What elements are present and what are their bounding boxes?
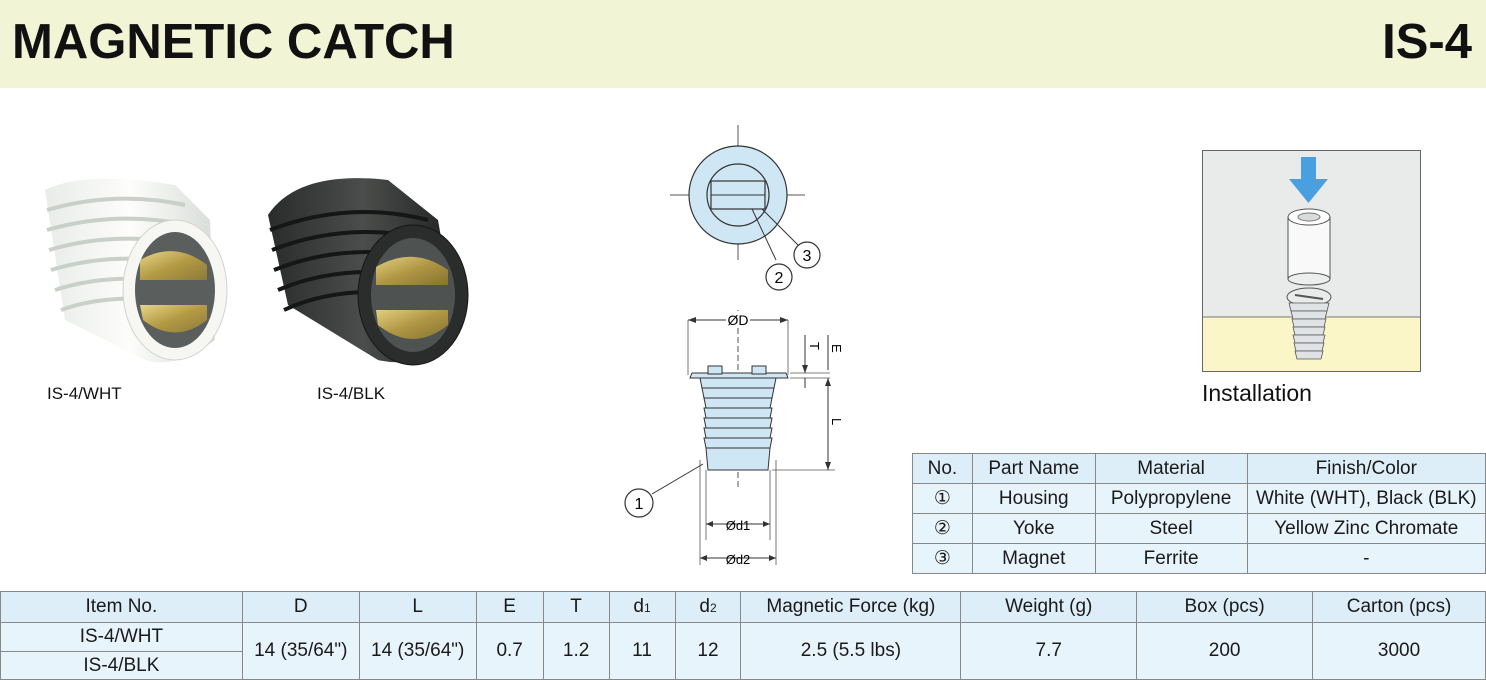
parts-header-material: Material xyxy=(1094,453,1248,484)
caption-white: IS-4/WHT xyxy=(47,384,122,403)
product-photo-black xyxy=(268,178,469,366)
spec-header-E: E xyxy=(475,591,544,623)
spec-header-d2: d2 xyxy=(674,591,742,623)
callout-1-label: 1 xyxy=(635,496,644,513)
parts-header-no: No. xyxy=(912,453,973,484)
value-force: 2.5 (5.5 lbs) xyxy=(740,622,962,680)
header-bar: MAGNETIC CATCH IS-4 xyxy=(0,0,1486,88)
value-carton: 3000 xyxy=(1312,622,1486,680)
value-D: 14 (35/64") xyxy=(241,622,360,680)
callout-2: 2 xyxy=(765,263,793,291)
spec-header-d1-sub: 1 xyxy=(643,601,651,615)
part-material: Ferrite xyxy=(1094,543,1248,574)
part-finish: Yellow Zinc Chromate xyxy=(1246,513,1486,544)
value-E: 0.7 xyxy=(475,622,544,680)
item-no: IS-4/BLK xyxy=(0,651,243,680)
down-arrow-icon xyxy=(1289,157,1328,203)
model-code: IS-4 xyxy=(1382,15,1472,69)
spec-header-box: Box (pcs) xyxy=(1136,591,1314,623)
dim-L-label: L xyxy=(829,418,844,425)
table-row: ① Housing Polypropylene White (WHT), Bla… xyxy=(912,483,1486,514)
part-material: Polypropylene xyxy=(1094,483,1248,514)
product-photo-white xyxy=(45,178,228,363)
part-no: ① xyxy=(912,483,973,514)
value-weight: 7.7 xyxy=(960,622,1138,680)
value-L: 14 (35/64") xyxy=(358,622,477,680)
part-no: ② xyxy=(912,513,973,544)
table-row: ③ Magnet Ferrite - xyxy=(912,543,1486,574)
spec-table: Item No. D L E T d1 d2 Magnetic Force (k… xyxy=(0,591,1486,680)
dim-d2-label: Ød2 xyxy=(726,552,751,567)
spec-header-d2-sub: 2 xyxy=(709,601,717,615)
spec-header-L: L xyxy=(358,591,477,623)
spec-header-row: Item No. D L E T d1 d2 Magnetic Force (k… xyxy=(0,591,1486,623)
parts-header-name: Part Name xyxy=(971,453,1096,484)
installation-diagram xyxy=(1202,150,1421,372)
dim-D-label: ØD xyxy=(728,312,749,328)
table-row: IS-4/BLK xyxy=(0,651,1486,680)
dim-T-label: T xyxy=(807,342,822,350)
parts-header-row: No. Part Name Material Finish/Color xyxy=(912,453,1486,484)
part-finish: White (WHT), Black (BLK) xyxy=(1246,483,1486,514)
value-d2: 12 xyxy=(674,622,742,680)
page-title: MAGNETIC CATCH xyxy=(12,15,455,69)
part-no: ③ xyxy=(912,543,973,574)
callout-3: 3 xyxy=(793,241,821,269)
spec-header-D: D xyxy=(241,591,360,623)
spec-header-item: Item No. xyxy=(0,591,243,623)
callout-3-label: 3 xyxy=(803,248,812,265)
installation-drawing xyxy=(1203,151,1420,371)
part-name: Magnet xyxy=(971,543,1096,574)
spec-header-d1: d1 xyxy=(608,591,676,623)
top-view xyxy=(670,125,805,261)
spec-header-carton: Carton (pcs) xyxy=(1312,591,1486,623)
item-no: IS-4/WHT xyxy=(0,622,243,652)
caption-black: IS-4/BLK xyxy=(317,384,386,403)
part-finish: - xyxy=(1246,543,1486,574)
table-row: IS-4/WHT 14 (35/64") 14 (35/64") 0.7 1.2… xyxy=(0,622,1486,680)
callout-2-label: 2 xyxy=(775,270,784,287)
part-material: Steel xyxy=(1094,513,1248,544)
value-d1: 11 xyxy=(608,622,676,680)
spec-header-weight: Weight (g) xyxy=(960,591,1138,623)
side-view: ØD T E L xyxy=(651,310,844,567)
value-T: 1.2 xyxy=(542,622,610,680)
part-name: Housing xyxy=(971,483,1096,514)
dim-d1-label: Ød1 xyxy=(726,518,751,533)
callout-1: 1 xyxy=(624,488,654,518)
technical-drawing: 2 3 ØD T xyxy=(624,125,844,567)
value-box: 200 xyxy=(1136,622,1314,680)
table-row: ② Yoke Steel Yellow Zinc Chromate xyxy=(912,513,1486,544)
parts-table: No. Part Name Material Finish/Color ① Ho… xyxy=(912,453,1486,574)
part-name: Yoke xyxy=(971,513,1096,544)
installation-label: Installation xyxy=(1202,380,1312,406)
parts-header-finish: Finish/Color xyxy=(1246,453,1486,484)
dim-E-label: E xyxy=(829,344,844,353)
spec-header-T: T xyxy=(542,591,610,623)
spec-header-force: Magnetic Force (kg) xyxy=(740,591,962,623)
